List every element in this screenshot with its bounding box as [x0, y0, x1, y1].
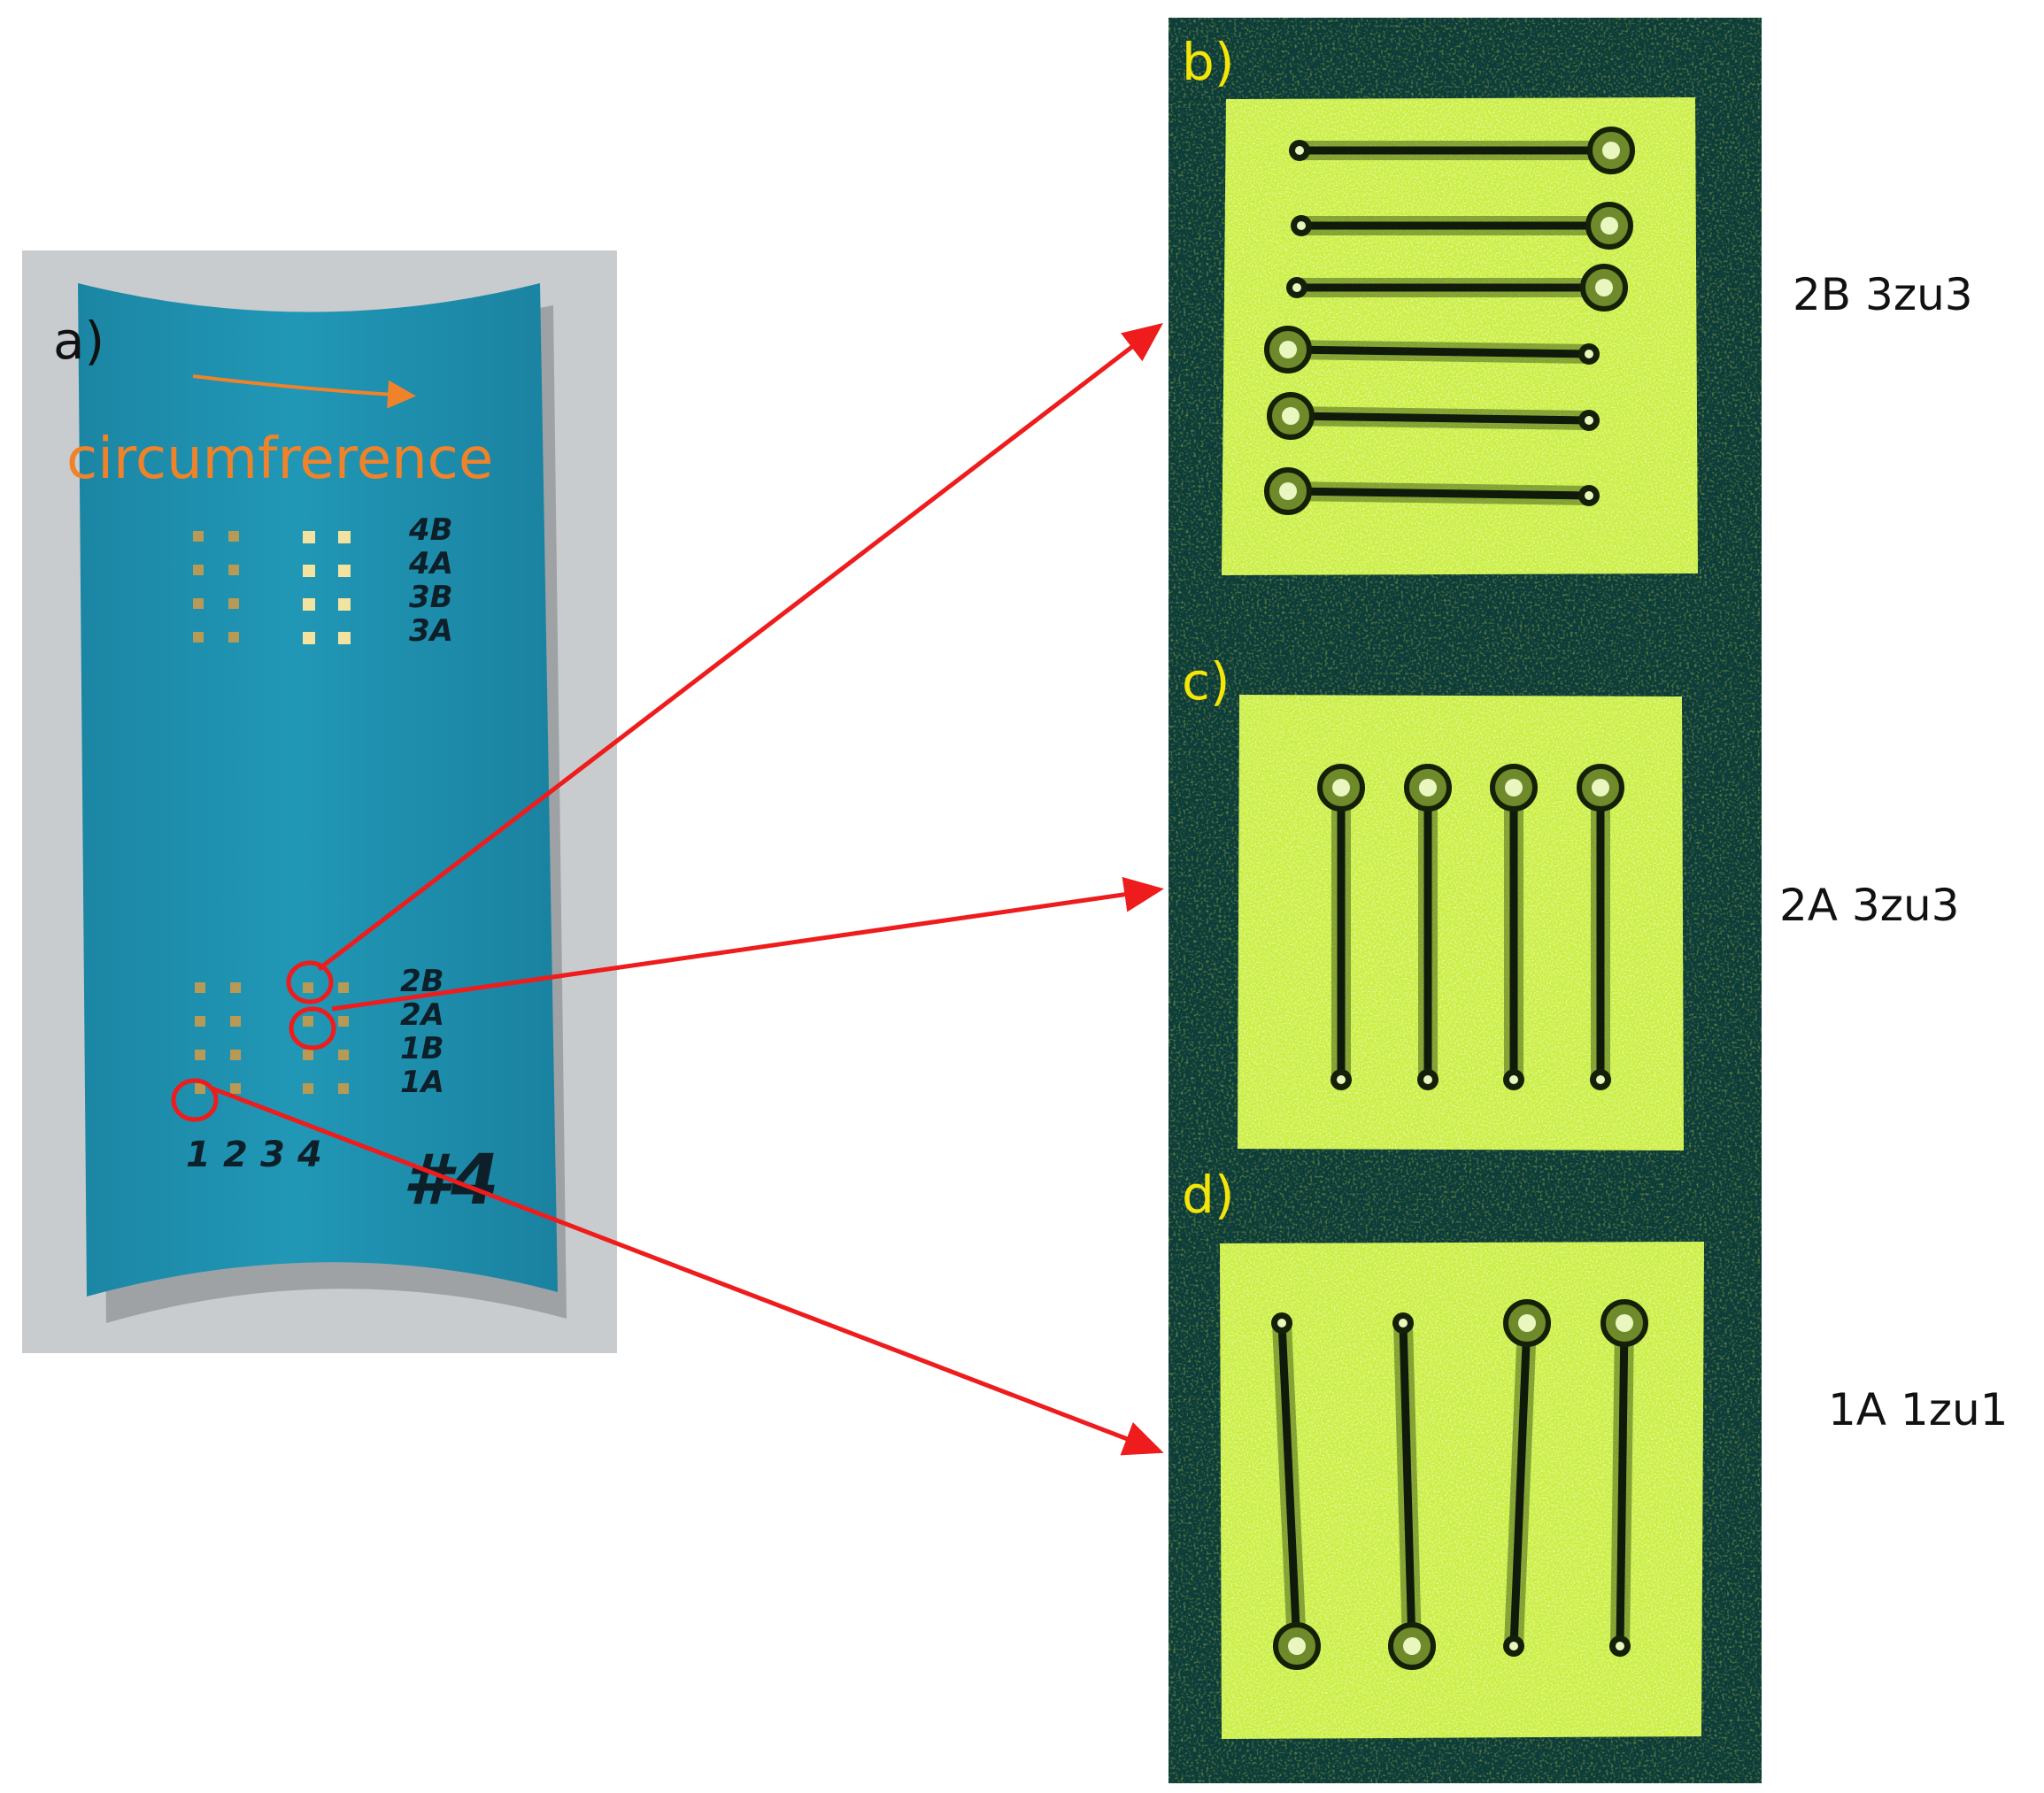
upper-right-pad: [338, 531, 351, 543]
lower-left-pad: [195, 1083, 205, 1094]
handwritten-row-label: 3A: [409, 613, 453, 649]
upper-right-pad: [338, 565, 351, 577]
tensile-specimen: [1264, 326, 1600, 373]
lower-right-pad: [338, 1083, 349, 1094]
tensile-specimen: [1271, 1312, 1321, 1670]
sample-pad-grid: [193, 531, 351, 1094]
upper-right-pad: [338, 632, 351, 644]
tensile-specimen: [1490, 764, 1538, 1090]
tensile-specimen: [1291, 202, 1633, 250]
lower-left-pad: [195, 1016, 205, 1027]
panel-b-specimens: [1264, 127, 1635, 515]
tensile-specimen: [1503, 1299, 1551, 1657]
upper-left-pad: [228, 531, 239, 542]
upper-left-pad: [228, 632, 239, 643]
tensile-specimen: [1267, 392, 1600, 440]
handwritten-column-label: 2: [223, 1135, 248, 1175]
panel-d-side-label: 1A 1zu1: [1828, 1384, 2008, 1435]
upper-right-pad: [303, 565, 315, 577]
marker-circle-2a: [289, 1006, 336, 1050]
lower-right-pad: [338, 982, 349, 993]
panel-b-letter: b): [1182, 32, 1234, 92]
lower-right-pad: [303, 982, 313, 993]
panel-d-specimens: [1271, 1299, 1648, 1670]
tensile-specimen: [1264, 467, 1600, 515]
callout-arrow-to-d: [212, 1086, 1164, 1456]
circumference-label: circumfrerence: [66, 427, 493, 492]
panel-d-micrograph: d): [1169, 1165, 1762, 1783]
handwritten-column-label: 3: [260, 1135, 285, 1175]
callout-arrow-to-c: [331, 876, 1164, 1012]
upper-right-pad: [303, 632, 315, 644]
upper-left-pad: [193, 531, 204, 542]
lower-right-pad: [303, 1050, 313, 1060]
lower-left-pad: [230, 982, 241, 993]
panel-b-side-label: 2B 3zu3: [1793, 269, 1973, 320]
panel-c-side-label: 2A 3zu3: [1779, 880, 1959, 931]
tensile-specimen: [1600, 1299, 1648, 1657]
panel-c-letter: c): [1182, 651, 1230, 712]
handwritten-row-label: 4A: [408, 546, 453, 581]
tensile-specimen: [1317, 764, 1365, 1090]
panel-d-powder-bed: [1220, 1242, 1704, 1739]
handwritten-row-label: 1A: [400, 1065, 444, 1100]
upper-right-pad: [303, 531, 315, 543]
panel-c-specimens: [1317, 764, 1624, 1090]
handwritten-column-label: 1: [186, 1135, 211, 1175]
lower-left-pad: [195, 982, 205, 993]
panel-c-micrograph: c): [1169, 619, 1762, 1181]
upper-left-pad: [193, 598, 204, 609]
lower-left-pad: [195, 1050, 205, 1060]
upper-right-pad: [303, 598, 315, 611]
tensile-specimen: [1388, 1312, 1436, 1670]
upper-left-pad: [228, 565, 239, 575]
tensile-specimen: [1404, 764, 1452, 1090]
tensile-specimen: [1286, 264, 1628, 312]
lower-left-pad: [230, 1050, 241, 1060]
handwritten-column-label: 4: [297, 1135, 322, 1175]
lower-right-pad: [338, 1050, 349, 1060]
panel-a-letter: a): [53, 311, 104, 371]
marker-circle-1a: [171, 1078, 219, 1122]
circumference-arrow: [192, 374, 416, 409]
panel-d-letter: d): [1182, 1165, 1234, 1225]
upper-left-pad: [193, 632, 204, 643]
panel-b-micrograph: b): [1169, 18, 1762, 619]
tensile-specimen: [1577, 764, 1624, 1090]
lower-left-pad: [230, 1016, 241, 1027]
lower-right-pad: [338, 1016, 349, 1027]
marker-circle-2b: [286, 960, 334, 1004]
upper-left-pad: [193, 565, 204, 575]
handwritten-row-label: 2A: [400, 997, 444, 1033]
handwritten-row-label: 4B: [408, 512, 453, 548]
handwritten-row-label: 1B: [400, 1031, 444, 1066]
tensile-specimen: [1289, 127, 1635, 174]
panel-c-powder-bed: [1238, 695, 1684, 1150]
lower-left-pad: [230, 1083, 241, 1094]
lower-right-pad: [303, 1083, 313, 1094]
lower-right-pad: [303, 1016, 313, 1027]
upper-right-pad: [338, 598, 351, 611]
callout-arrow-to-b: [317, 322, 1163, 971]
upper-left-pad: [228, 598, 239, 609]
handwritten-row-label: 3B: [409, 580, 453, 615]
